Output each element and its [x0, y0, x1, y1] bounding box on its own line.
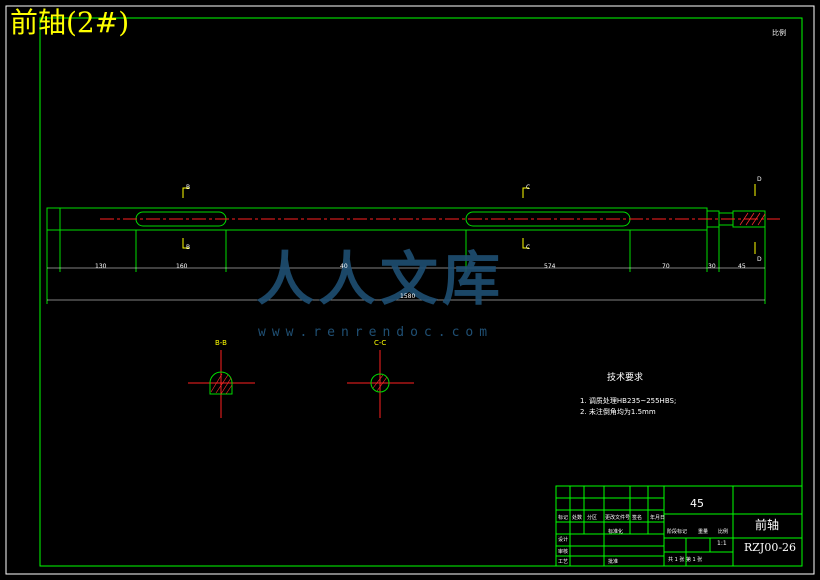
scale-value: 1:1: [717, 540, 727, 547]
dim-1: 130: [95, 263, 107, 270]
end-hatch: [739, 212, 766, 226]
part-name: 前轴: [755, 518, 780, 532]
marker-d-top: D: [757, 176, 762, 183]
sheet-count: 共 1 张 第 1 张: [668, 557, 703, 563]
material: 45: [690, 497, 704, 510]
dim-6: 30: [708, 263, 716, 270]
tech-req-item-2: 2. 未注倒角均为1.5mm: [580, 408, 656, 416]
dim-3: 40: [340, 263, 348, 270]
section-b-view: [188, 350, 255, 418]
inner-frame: [39, 17, 803, 567]
meta-approve: 批准: [608, 559, 619, 565]
marker-c-bottom: C: [526, 244, 531, 251]
col-label-zone: 分区: [587, 515, 598, 521]
col-label-change-doc: 更改文件号: [605, 515, 631, 521]
tech-req-heading: 技术要求: [607, 373, 644, 383]
outer-border: [5, 5, 815, 575]
col-label-sign: 签名: [632, 515, 643, 521]
marker-b-top: B: [186, 184, 191, 191]
marker-c-top: C: [526, 184, 531, 191]
meta-scale: 比例: [718, 529, 729, 535]
col-label-count: 处数: [572, 515, 583, 521]
row-label-review: 审核: [558, 549, 569, 555]
marker-d-bottom: D: [757, 256, 762, 263]
section-c-view: [347, 350, 414, 418]
section-cut-marks: [182, 184, 756, 254]
drawing-number: RZJ00-26: [744, 541, 797, 554]
dim-overall: 1580: [400, 293, 416, 300]
col-label-date: 年月日: [650, 515, 666, 521]
title-block-grid: [555, 485, 803, 567]
row-label-process: 工艺: [558, 559, 569, 565]
page-title: 前轴(2#): [10, 6, 130, 39]
tech-req-item-1: 1. 调质处理HB235~255HBS;: [580, 397, 677, 405]
meta-standardization: 标准化: [608, 529, 624, 535]
marker-b-bottom: B: [186, 244, 191, 251]
row-label-design: 设计: [558, 537, 569, 543]
dim-4: 574: [544, 263, 556, 270]
section-label-c: C-C: [374, 339, 387, 347]
meta-weight: 重量: [698, 529, 709, 535]
dim-7: 45: [738, 263, 746, 270]
dim-5: 70: [662, 263, 670, 270]
watermark-brand: 人人文库: [256, 245, 505, 313]
section-label-b: B-B: [215, 339, 227, 347]
meta-stage: 阶段标记: [667, 529, 688, 535]
scale-note: 比例: [772, 29, 786, 37]
row-label-mark: 标记: [558, 515, 569, 521]
dimension-lines: [47, 267, 765, 301]
watermark-url: www.renrendoc.com: [258, 325, 494, 340]
dim-2: 160: [176, 263, 188, 270]
